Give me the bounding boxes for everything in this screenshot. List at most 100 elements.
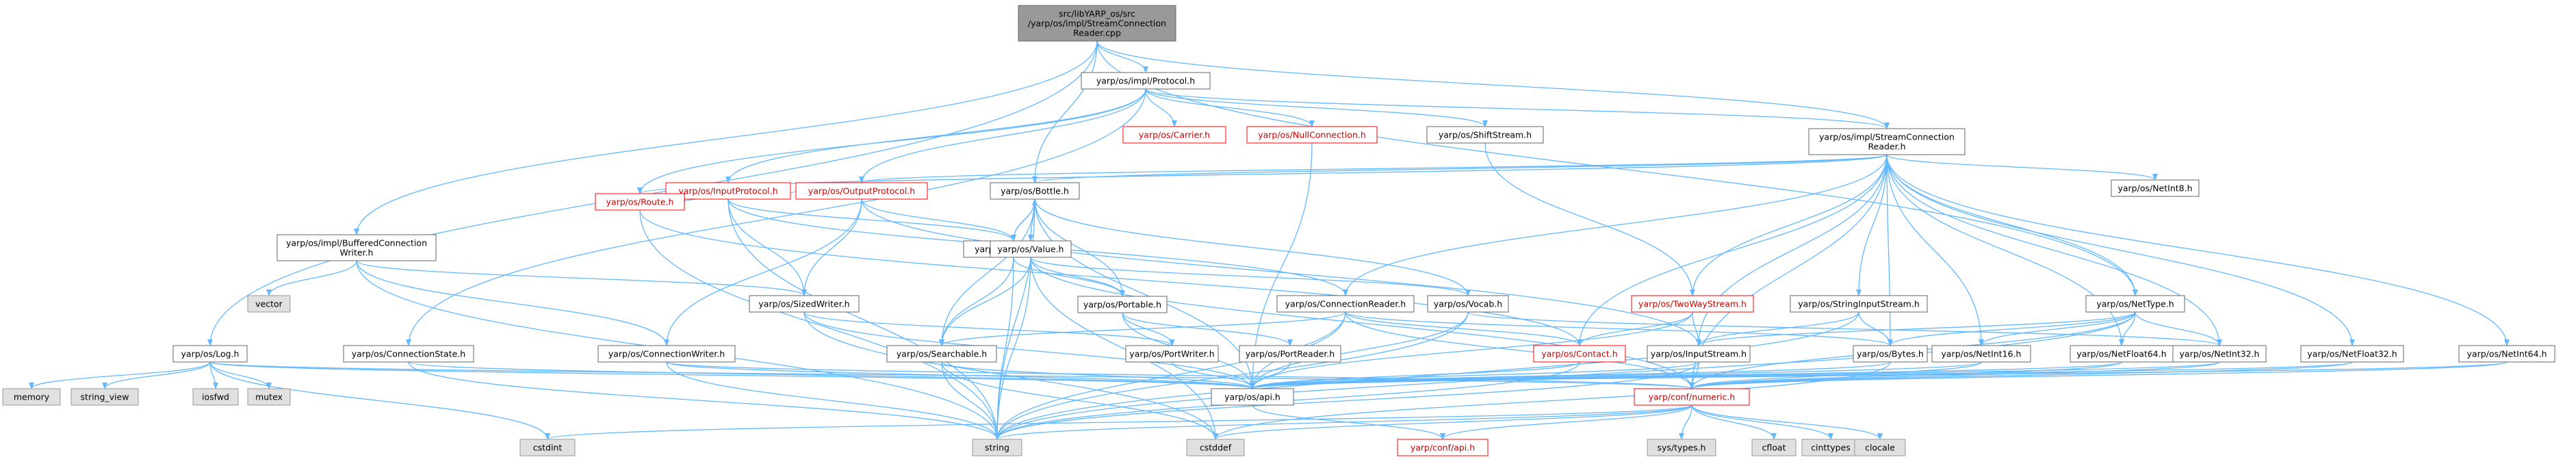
node-numeric[interactable]: yarp/conf/numeric.h: [1634, 388, 1750, 406]
edge-nullconnection-to-api: [1250, 142, 1313, 389]
node-twowaystream-label-0: yarp/os/TwoWayStream.h: [1638, 299, 1747, 309]
node-cinttypes: cinttypes: [1801, 439, 1860, 456]
node-inputprotocol[interactable]: yarp/os/InputProtocol.h: [665, 182, 791, 200]
node-bottle-label-0: yarp/os/Bottle.h: [1001, 186, 1069, 196]
node-string_view: string_view: [70, 388, 139, 406]
node-bottle[interactable]: yarp/os/Bottle.h: [990, 182, 1080, 200]
node-memory-label-0: memory: [14, 392, 50, 402]
edge-numeric-to-cstdint: [545, 404, 1692, 440]
node-portwriter-label-0: yarp/os/PortWriter.h: [1129, 349, 1214, 359]
edge-streamconnreader-to-contact: [1577, 154, 1888, 346]
edge-numeric-to-confapi: [1440, 404, 1692, 440]
node-searchable[interactable]: yarp/os/Searchable.h: [886, 345, 997, 363]
node-stringinputstream-label-0: yarp/os/StringInputStream.h: [1798, 299, 1920, 309]
edge-streamconnreader-to-twowaystream: [1690, 154, 1888, 296]
node-bytes[interactable]: yarp/os/Bytes.h: [1853, 345, 1928, 363]
node-iosfwd-label-0: iosfwd: [202, 392, 229, 402]
node-portable[interactable]: yarp/os/Portable.h: [1077, 296, 1168, 313]
node-iosfwd: iosfwd: [192, 388, 239, 406]
node-netfloat64[interactable]: yarp/os/NetFloat64.h: [2070, 345, 2174, 363]
node-value[interactable]: yarp/os/Value.h: [990, 240, 1072, 258]
node-string-box: [972, 439, 1022, 456]
node-confapi-label-0: yarp/conf/api.h: [1411, 443, 1475, 453]
node-twowaystream[interactable]: yarp/os/TwoWayStream.h: [1631, 295, 1754, 313]
edge-protocol-to-streamconnreader: [1145, 88, 1890, 129]
edge-log-to-iosfwd: [209, 361, 218, 389]
edge-numeric-to-cstddef: [1213, 404, 1692, 440]
nodes-layer: src/libYARP_os/src/yarp/os/impl/StreamCo…: [2, 5, 2555, 456]
node-inputstream-box: [1647, 345, 1751, 363]
edge-portable-to-portwriter: [1122, 312, 1175, 346]
edge-numeric-to-cfloat: [1691, 404, 1777, 440]
node-bottle-box: [990, 182, 1080, 200]
node-cstdint: cstdint: [519, 439, 576, 456]
node-portwriter[interactable]: yarp/os/PortWriter.h: [1125, 345, 1219, 363]
node-confapi[interactable]: yarp/conf/api.h: [1397, 439, 1489, 456]
node-netfloat32[interactable]: yarp/os/NetFloat32.h: [2300, 345, 2404, 363]
node-netint64-label-0: yarp/os/NetInt64.h: [2467, 349, 2547, 359]
node-api[interactable]: yarp/os/api.h: [1211, 388, 1294, 406]
node-netint16[interactable]: yarp/os/NetInt16.h: [1931, 345, 2031, 363]
node-stringinputstream[interactable]: yarp/os/StringInputStream.h: [1790, 295, 1928, 313]
node-sizedwriter[interactable]: yarp/os/SizedWriter.h: [749, 295, 860, 313]
node-clocale-label-0: clocale: [1865, 443, 1895, 453]
edge-protocol-to-route: [637, 88, 1146, 194]
node-mutex-box: [247, 388, 291, 406]
node-netint64[interactable]: yarp/os/NetInt64.h: [2458, 345, 2555, 363]
node-cstddef: cstddef: [1186, 439, 1245, 456]
edge-connectionreader-to-searchable: [939, 311, 1346, 346]
edge-nettype-to-netfloat64: [2119, 311, 2136, 346]
node-sizedwriter-label-0: yarp/os/SizedWriter.h: [758, 299, 849, 309]
node-root[interactable]: src/libYARP_os/src/yarp/os/impl/StreamCo…: [1018, 5, 1176, 42]
edge-contact-to-api: [1250, 361, 1580, 389]
node-connectionstate[interactable]: yarp/os/ConnectionState.h: [343, 345, 474, 363]
node-nettype[interactable]: yarp/os/NetType.h: [2085, 295, 2185, 313]
node-vector: vector: [247, 295, 291, 313]
node-protocol[interactable]: yarp/os/impl/Protocol.h: [1081, 72, 1211, 90]
node-cfloat-label-0: cfloat: [1762, 443, 1786, 453]
edge-netint16-to-api: [1250, 361, 1982, 389]
node-string_view-box: [70, 388, 139, 406]
node-root-label-2: Reader.cpp: [1073, 28, 1121, 38]
node-netint8[interactable]: yarp/os/NetInt8.h: [2111, 179, 2200, 197]
edge-stringinputstream-to-string: [994, 311, 1859, 440]
node-connectionwriter[interactable]: yarp/os/ConnectionWriter.h: [597, 345, 736, 363]
node-nullconnection[interactable]: yarp/os/NullConnection.h: [1246, 126, 1378, 144]
node-connectionreader[interactable]: yarp/os/ConnectionReader.h: [1276, 295, 1415, 313]
node-contact-label-0: yarp/os/Contact.h: [1541, 349, 1617, 359]
edge-nettype-to-netint32: [2135, 311, 2222, 346]
edge-searchable-to-cstddef: [941, 361, 1218, 440]
edges-layer: [29, 40, 2510, 440]
node-vocab[interactable]: yarp/os/Vocab.h: [1427, 295, 1509, 313]
node-contact[interactable]: yarp/os/Contact.h: [1533, 345, 1626, 363]
node-bytes-box: [1853, 345, 1928, 363]
edge-streamconnreader-to-connectionreader: [1343, 154, 1888, 296]
edge-streamconnreader-to-inputstream: [1696, 154, 1888, 346]
node-vocab-box: [1427, 295, 1509, 313]
node-numeric-label-0: yarp/conf/numeric.h: [1649, 392, 1736, 402]
edge-netint64-to-api: [1250, 361, 2508, 389]
node-portreader[interactable]: yarp/os/PortReader.h: [1239, 345, 1341, 363]
edge-connectionreader-to-bytes: [1345, 311, 1893, 346]
edge-outputprotocol-to-connectionwriter: [664, 198, 862, 346]
edge-searchable-to-string: [941, 361, 1000, 440]
edge-log-to-api: [209, 361, 1255, 389]
edge-numeric-to-systypes: [1679, 404, 1692, 440]
edge-bufferedconnwriter-to-vector: [266, 260, 357, 296]
node-carrier[interactable]: yarp/os/Carrier.h: [1122, 126, 1226, 144]
node-log[interactable]: yarp/os/Log.h: [172, 345, 248, 363]
node-netint32[interactable]: yarp/os/NetInt32.h: [2172, 345, 2267, 363]
edge-root-to-bottle: [1032, 40, 1098, 183]
node-outputprotocol[interactable]: yarp/os/OutputProtocol.h: [795, 182, 928, 200]
edge-protocol-to-nullconnection: [1145, 88, 1315, 127]
node-inputstream[interactable]: yarp/os/InputStream.h: [1647, 345, 1751, 363]
node-shiftstream[interactable]: yarp/os/ShiftStream.h: [1426, 126, 1544, 144]
edge-bufferedconnwriter-to-sizedwriter: [356, 260, 807, 296]
node-route[interactable]: yarp/os/Route.h: [595, 193, 685, 211]
node-vector-box: [247, 295, 291, 313]
node-route-box: [595, 193, 685, 211]
node-string_view-label-0: string_view: [81, 392, 129, 402]
